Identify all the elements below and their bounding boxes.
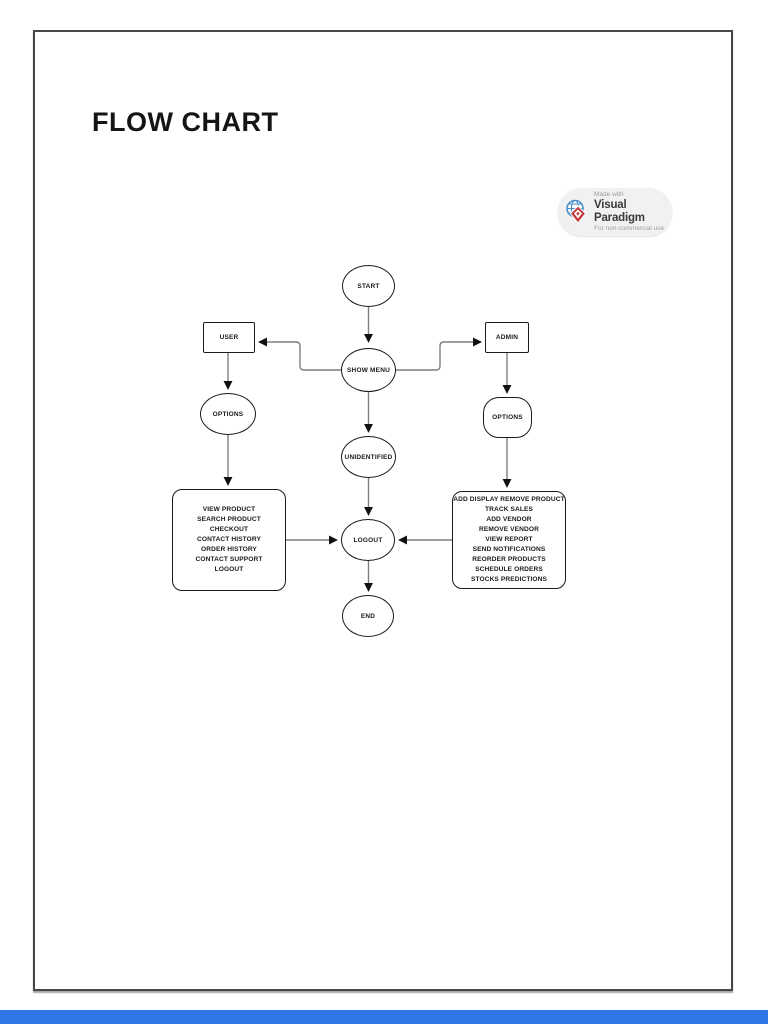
- action-item: LOGOUT: [214, 565, 244, 573]
- node-show-menu: SHOW MENU: [341, 348, 396, 392]
- action-item: CHECKOUT: [209, 526, 249, 534]
- action-item: ORDER HISTORY: [201, 545, 257, 553]
- node-user-actions-box: VIEW PRODUCT SEARCH PRODUCT CHECKOUT CONTAC…: [172, 489, 286, 591]
- action-item: ADD VENDOR: [486, 516, 532, 524]
- action-item: TRACK SALES: [485, 506, 533, 514]
- node-end: END: [342, 595, 394, 637]
- action-item: SEND NOTIFICATIONS: [472, 545, 546, 553]
- node-admin-actions-box: ADD DISPLAY REMOVE PRODUCT TRACK SALES ADD…: [452, 491, 566, 589]
- action-item: STOCKS PREDICTIONS: [470, 575, 548, 583]
- action-item: CONTACT HISTORY: [196, 536, 262, 544]
- visual-paradigm-logo-icon: [566, 199, 587, 224]
- action-item: REORDER PRODUCTS: [472, 555, 546, 563]
- node-start: START: [342, 265, 395, 307]
- badge-license-label: For non-commercial use: [594, 225, 665, 233]
- action-item: VIEW REPORT: [485, 536, 533, 544]
- node-admin: ADMIN: [485, 322, 529, 353]
- bottom-accent-bar: [0, 1010, 768, 1024]
- action-item: SCHEDULE ORDERS: [475, 565, 543, 573]
- action-item: REMOVE VENDOR: [479, 526, 539, 534]
- node-options-user: OPTIONS: [200, 393, 256, 435]
- badge-made-with-label: Made with: [594, 191, 624, 199]
- action-item: SEARCH PRODUCT: [197, 516, 261, 524]
- edge-showmenu-user: [258, 337, 341, 371]
- node-user: USER: [203, 322, 255, 353]
- edge-showmenu-admin: [396, 337, 482, 371]
- page-title: FLOW CHART: [92, 107, 279, 137]
- node-options-admin: OPTIONS: [483, 397, 532, 438]
- visual-paradigm-badge: Made with Visual Paradigm For non-commer…: [558, 188, 672, 236]
- visual-paradigm-badge-text: Made with Visual Paradigm For non-commer…: [594, 191, 672, 232]
- action-item: ADD DISPLAY REMOVE PRODUCT: [453, 496, 565, 504]
- badge-brand-label: Visual Paradigm: [594, 198, 645, 224]
- action-item: CONTACT SUPPORT: [195, 555, 263, 563]
- node-unidentified: UNIDENTIFIED: [341, 436, 396, 478]
- node-logout: LOGOUT: [341, 519, 395, 561]
- action-item: VIEW PRODUCT: [202, 506, 256, 514]
